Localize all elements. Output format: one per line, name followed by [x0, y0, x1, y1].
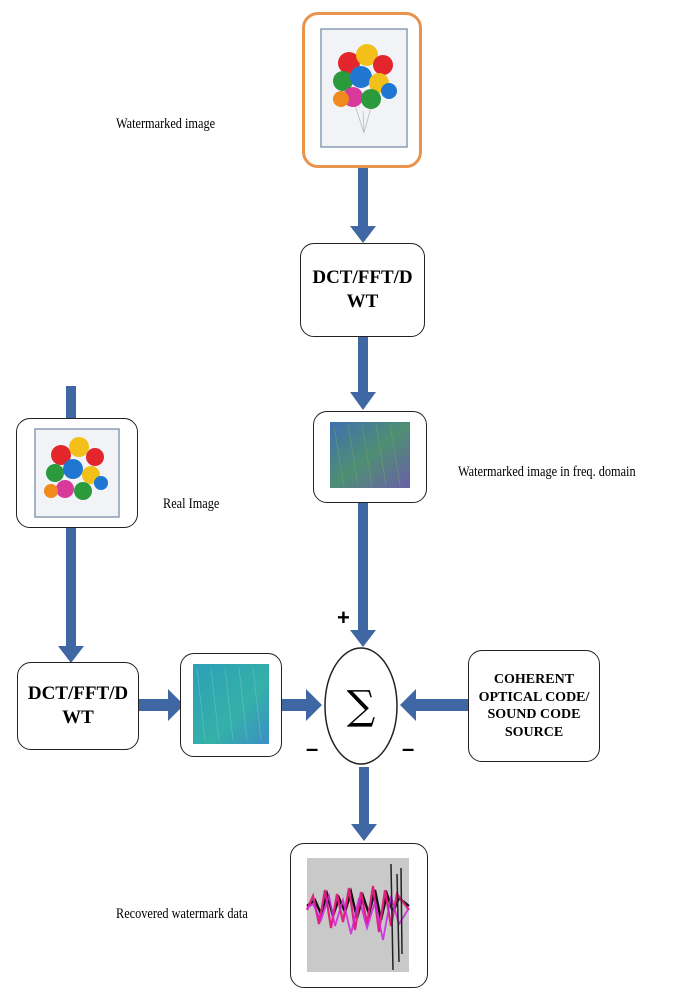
recovered-watermark-box — [290, 843, 428, 988]
label-real-image: Real Image — [163, 496, 220, 512]
transform-block-left: DCT/FFT/D WT — [17, 662, 139, 750]
freq-domain-image-box — [313, 411, 427, 503]
freq-domain-noise-icon — [330, 422, 410, 488]
code-source-label: COHERENT OPTICAL CODE/ SOUND CODE SOURCE — [478, 672, 590, 740]
arrow-blue-to-summer — [282, 689, 322, 721]
arrow-freq-to-summer — [350, 503, 376, 647]
real-balloon-image-icon — [34, 428, 120, 518]
arrow-transform-to-freq — [350, 336, 376, 410]
minus-sign-right: – — [402, 736, 415, 761]
arrow-code-to-summer — [400, 689, 468, 721]
label-recovered: Recovered watermark data — [116, 906, 248, 922]
balloon-image-icon — [320, 28, 408, 148]
real-freq-image-box — [180, 653, 282, 757]
summation-symbol: ∑ — [346, 683, 376, 729]
label-watermarked-freq: Watermarked image in freq. domain — [458, 464, 636, 480]
summation-circle-icon — [324, 647, 398, 765]
arrow-transform-to-blue — [139, 689, 184, 721]
waveform-icon — [305, 858, 410, 972]
transform-block-top-label: DCT/FFT/D WT — [312, 267, 413, 312]
real-image-box — [16, 418, 138, 528]
minus-sign-left: – — [306, 736, 319, 761]
code-source-block: COHERENT OPTICAL CODE/ SOUND CODE SOURCE — [468, 650, 600, 762]
transform-block-top: DCT/FFT/D WT — [300, 243, 425, 337]
arrow-summer-to-recovered — [351, 767, 377, 841]
label-watermarked-image: Watermarked image — [116, 116, 216, 132]
summation-node: ∑ — [323, 646, 399, 766]
arrow-watermarked-to-transform — [350, 168, 376, 243]
plus-sign: + — [337, 605, 350, 630]
watermarked-image-box — [302, 12, 422, 168]
transform-block-left-label: DCT/FFT/D WT — [27, 683, 129, 728]
real-freq-noise-icon — [193, 664, 269, 744]
